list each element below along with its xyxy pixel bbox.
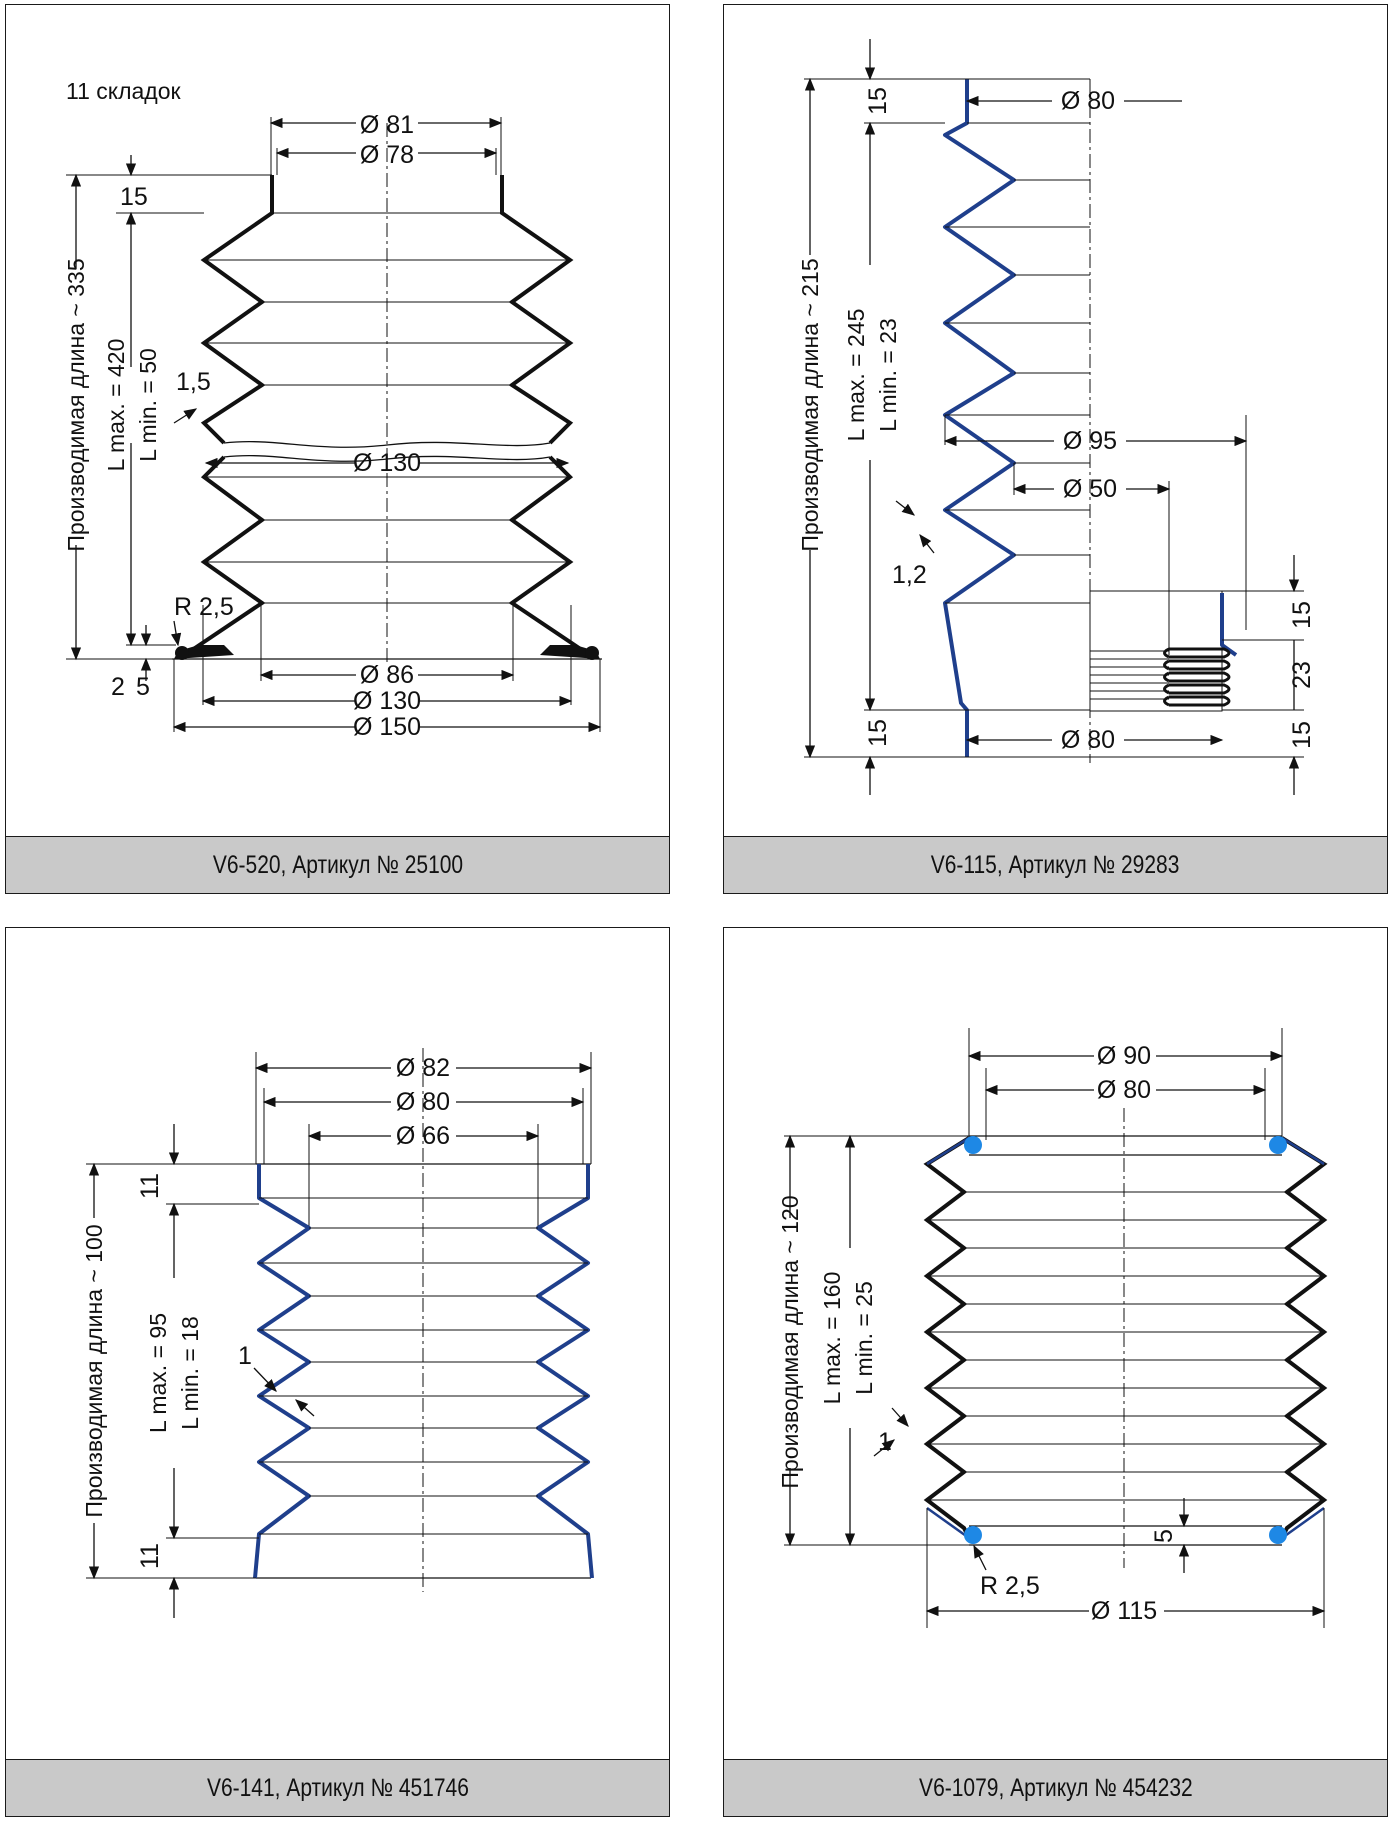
panel-v6-115: Ø 80 Ø 95 Ø 50 Ø 80 [723,4,1388,894]
dim-wall: 1 [238,1342,252,1370]
stroke-length: Производимая длина ~ 100 [81,1224,107,1517]
lmin-value: L min. = 18 [177,1316,203,1430]
caption-v6-141: V6-141, Артикул № 451746 [6,1759,669,1816]
dim-d86: Ø 86 [360,661,414,689]
dim-right-23: 23 [1288,661,1316,689]
dim-2: 2 [111,673,125,701]
bellows-right [536,1164,594,1579]
drawing-v6-1079: Ø 90 Ø 80 5 [777,1028,1328,1628]
folds-note: 11 складок [66,78,182,104]
dim-radius: R 2,5 [174,593,234,621]
dim-bottom-11: 11 [136,1543,164,1569]
drawing-v6-115: Ø 80 Ø 95 Ø 50 Ø 80 [797,39,1316,795]
panel-v6-1079: Ø 90 Ø 80 5 [723,927,1388,1817]
stroke-length: Производимая длина ~ 335 [63,258,89,551]
dim-flange-15: 15 [120,183,148,211]
dim-d82: Ø 82 [396,1054,450,1082]
bellows-lower [190,455,584,652]
bellows-profile [943,79,1016,757]
dim-d130-fold: Ø 130 [353,449,421,477]
dim-d50: Ø 50 [1063,475,1117,503]
bead-bottom-left [964,1526,982,1544]
dim-bottom-d80: Ø 80 [1061,726,1115,754]
lmin-value: L min. = 25 [851,1281,877,1395]
dim-radius: R 2,5 [980,1572,1040,1600]
dim-d115: Ø 115 [1091,1597,1157,1625]
dim-d78: Ø 78 [360,141,414,169]
dim-d80: Ø 80 [1097,1076,1151,1104]
lmax-value: L max. = 95 [145,1313,171,1433]
dim-5: 5 [1150,1529,1178,1543]
lmax-value: L max. = 160 [819,1272,845,1405]
dim-bottom-15: 15 [864,719,892,747]
lmin-value: L min. = 23 [875,318,901,432]
bellows-right [1280,1136,1328,1539]
bead-top-left [964,1136,982,1154]
compressed-folds [1163,647,1231,707]
panel-v6-141: Ø 82 Ø 80 Ø 66 11 [5,927,670,1817]
caption-v6-520: V6-520, Артикул № 25100 [6,836,669,893]
dim-wall: 1,5 [176,368,211,396]
caption-v6-1079: V6-1079, Артикул № 454232 [724,1759,1387,1816]
dim-d66: Ø 66 [396,1122,450,1150]
dim-right-15a: 15 [1288,601,1316,629]
dim-wall: 1,2 [892,561,927,589]
dim-d81: Ø 81 [360,111,414,139]
lmin-value: L min. = 50 [135,348,161,462]
bead-bottom-right [1269,1526,1287,1544]
dim-d95: Ø 95 [1063,427,1117,455]
drawing-v6-141: Ø 82 Ø 80 Ø 66 11 [81,1048,594,1618]
dim-d150: Ø 150 [353,713,421,741]
dim-top-15: 15 [864,87,892,115]
dim-d130-base: Ø 130 [353,687,421,715]
drawing-v6-520: Ø 81 Ø 78 11 складок Ø 130 [63,78,602,741]
bellows-left [253,1164,311,1579]
bellows-upper [200,175,574,445]
dim-top-11: 11 [136,1173,164,1199]
bead-top-right [1269,1136,1287,1154]
dim-right-15b: 15 [1288,721,1316,749]
dim-d90: Ø 90 [1097,1042,1151,1070]
dim-d80: Ø 80 [396,1088,450,1116]
stroke-length: Производимая длина ~ 120 [777,1195,803,1488]
stroke-length: Производимая длина ~ 215 [797,258,823,551]
dim-top-d80: Ø 80 [1061,87,1115,115]
panel-v6-520: Ø 81 Ø 78 11 складок Ø 130 [5,4,670,894]
lmax-value: L max. = 245 [843,309,869,442]
caption-v6-115: V6-115, Артикул № 29283 [724,836,1387,893]
bellows-left [923,1136,971,1539]
lmax-value: L max. = 420 [103,339,129,472]
dim-5: 5 [136,673,150,701]
